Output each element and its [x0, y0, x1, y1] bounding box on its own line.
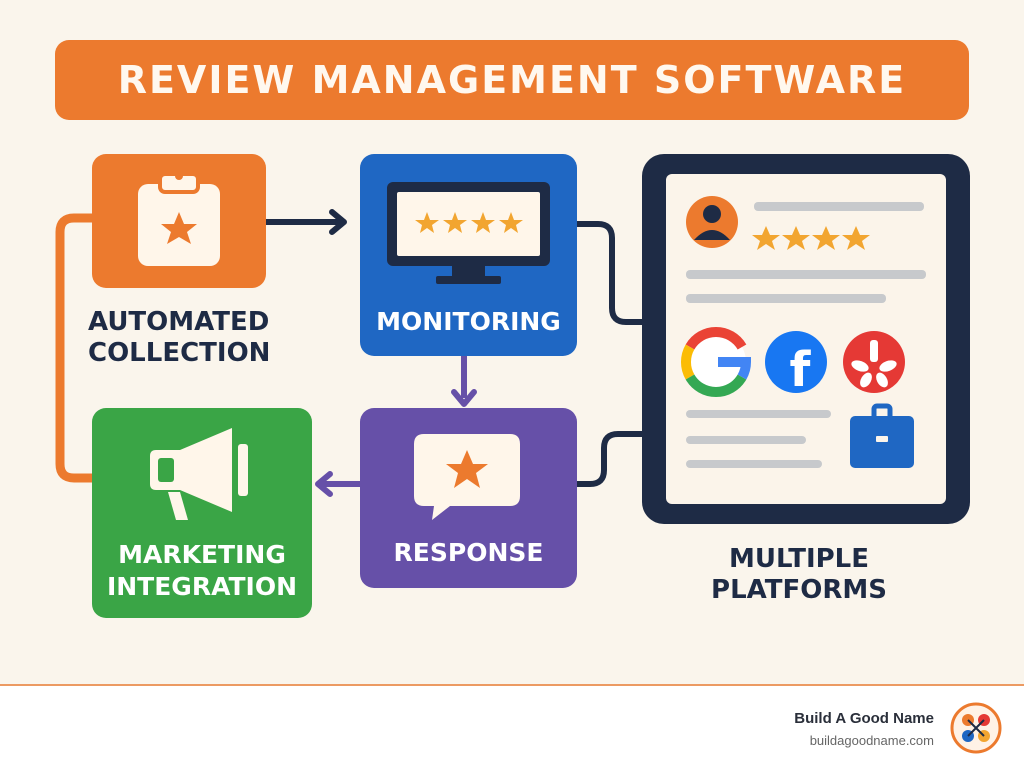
collection-label-line2: COLLECTION — [88, 338, 271, 368]
facebook-logo-text: f — [790, 342, 812, 398]
megaphone-icon — [150, 428, 248, 520]
platforms-label-line2: PLATFORMS — [711, 575, 887, 605]
marketing-card: MARKETING INTEGRATION — [92, 408, 312, 618]
title-banner: REVIEW MANAGEMENT SOFTWARE — [55, 40, 969, 120]
brand-url[interactable]: buildagoodname.com — [809, 733, 934, 748]
footer: Build A Good Name buildagoodname.com — [0, 686, 1024, 769]
briefcase-icon — [850, 403, 914, 468]
marketing-label-line1: MARKETING — [118, 540, 286, 569]
collection-label: AUTOMATED COLLECTION — [88, 307, 270, 369]
yelp-logo-icon — [843, 331, 905, 393]
facebook-logo-icon: f — [765, 331, 827, 398]
response-label: RESPONSE — [393, 538, 544, 567]
monitoring-card: MONITORING — [360, 154, 577, 356]
clipboard-star-icon — [138, 172, 220, 266]
monitor-stars-icon — [387, 182, 550, 284]
marketing-label-line2: INTEGRATION — [106, 572, 298, 601]
tablet-review-icon: G f — [642, 154, 970, 524]
connector-response-to-platforms — [574, 431, 647, 487]
platforms-label-line1: MULTIPLE — [728, 544, 870, 574]
collection-label-line1: AUTOMATED — [88, 307, 270, 337]
marketing-label: MARKETING INTEGRATION — [92, 539, 312, 603]
connector-monitoring-to-platforms — [574, 221, 647, 325]
page-title: REVIEW MANAGEMENT SOFTWARE — [117, 58, 907, 102]
platforms-label: MULTIPLE PLATFORMS — [690, 544, 908, 606]
footer-divider — [0, 684, 1024, 686]
brand-name[interactable]: Build A Good Name — [794, 710, 934, 727]
monitoring-label: MONITORING — [376, 307, 561, 336]
chat-star-icon — [414, 434, 520, 520]
response-card: RESPONSE — [360, 408, 577, 588]
connector-marketing-to-collection — [55, 213, 97, 483]
collection-card — [92, 154, 266, 288]
google-logo-text: G — [716, 371, 717, 373]
brand-logo-icon[interactable] — [950, 702, 1002, 754]
google-logo-icon: G — [681, 326, 752, 398]
